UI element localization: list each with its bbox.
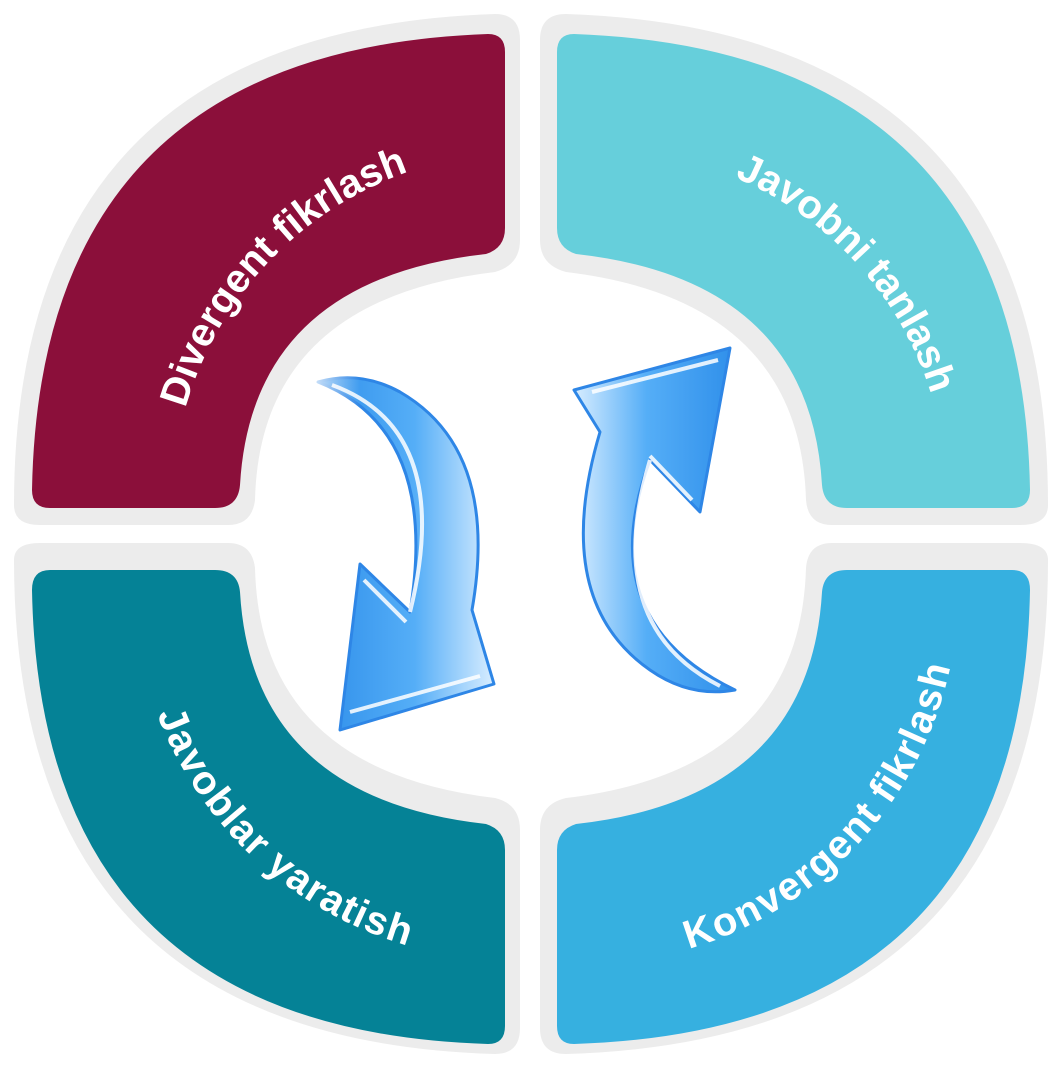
arrow-down-icon — [300, 365, 496, 732]
segment-bottom-right — [557, 570, 1030, 1044]
segment-top-right — [557, 34, 1030, 508]
segment-bottom-left — [32, 570, 505, 1044]
cycle-arrows — [300, 346, 737, 732]
arrow-up-icon — [572, 346, 737, 694]
segments — [32, 34, 1030, 1044]
segment-top-left — [32, 34, 505, 508]
